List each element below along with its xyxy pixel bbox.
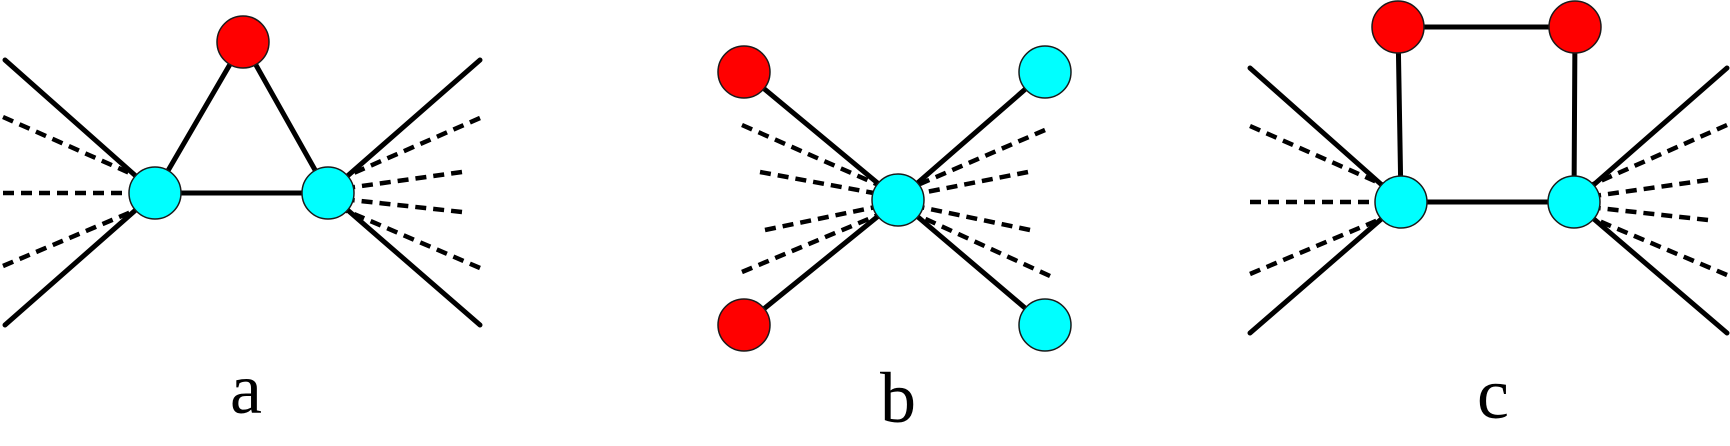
- dashed-edge-a-right-4: [332, 202, 481, 271]
- leaf-node-a-top: [216, 15, 270, 69]
- edge-a-left-bottom: [2, 190, 158, 328]
- hub-node-a-right: [301, 166, 355, 220]
- dashed-edge-b-left-1: [741, 122, 891, 193]
- panel-label-c: c: [1477, 354, 1509, 434]
- dashed-edge-a-right-1: [332, 115, 481, 185]
- edge-a-right-bottom: [325, 190, 483, 328]
- panel-b: b: [717, 45, 1072, 438]
- edge-a-left-top: [2, 57, 158, 196]
- dashed-edge-c-right-1: [1579, 122, 1728, 193]
- edge-b-top-left: [741, 69, 901, 203]
- edge-c-square-left: [1395, 24, 1404, 205]
- hub-node-b-top-right: [1018, 45, 1072, 99]
- edge-b-bottom-right: [895, 197, 1048, 328]
- hub-node-a-left: [128, 166, 182, 220]
- dashed-edge-b-right-2: [905, 169, 1029, 199]
- dashed-edge-a-right-2: [332, 169, 463, 193]
- panel-a: a: [2, 15, 483, 429]
- edge-a-right-top: [325, 57, 483, 196]
- hub-node-b-bottom-right: [1018, 298, 1072, 352]
- dashed-edge-b-left-3: [764, 201, 891, 233]
- dashed-edge-b-right-4: [905, 207, 1051, 279]
- leaf-node-c-top-right: [1548, 0, 1602, 54]
- edge-c-right-bottom: [1571, 199, 1730, 336]
- hub-node-b-center: [871, 173, 925, 227]
- edge-c-right-top: [1571, 65, 1730, 205]
- hub-node-c-right: [1547, 175, 1601, 229]
- edge-a-triangle-right: [240, 39, 331, 196]
- dashed-edge-c-right-2: [1579, 177, 1709, 201]
- leaf-node-c-top-left: [1371, 0, 1425, 54]
- edge-c-square-right: [1571, 24, 1578, 205]
- dashed-edge-b-left-2: [759, 169, 891, 199]
- dashed-edge-b-right-3: [905, 201, 1031, 233]
- dashed-edge-c-right-3: [1579, 203, 1709, 223]
- edge-a-triangle-left: [152, 39, 246, 196]
- edge-b-top-right: [895, 69, 1048, 203]
- dashed-edge-a-right-3: [332, 195, 463, 215]
- panel-label-b: b: [880, 358, 916, 438]
- hub-node-c-left: [1374, 175, 1428, 229]
- dashed-edge-c-right-4: [1579, 210, 1728, 278]
- edge-b-bottom-left: [741, 197, 901, 328]
- dashed-edge-c-left-3: [1249, 210, 1396, 277]
- dashed-edge-c-left-1: [1249, 123, 1396, 193]
- dashed-edge-a-left-3: [2, 201, 151, 269]
- leaf-node-b-bottom-left: [717, 298, 771, 352]
- dashed-edge-b-right-1: [905, 127, 1046, 193]
- leaf-node-b-top-left: [717, 45, 771, 99]
- panel-label-a: a: [230, 349, 262, 429]
- panel-c: c: [1247, 0, 1730, 434]
- dashed-edge-a-left-1: [2, 114, 151, 185]
- edge-c-left-bottom: [1247, 199, 1404, 336]
- dashed-edge-b-left-4: [741, 207, 891, 275]
